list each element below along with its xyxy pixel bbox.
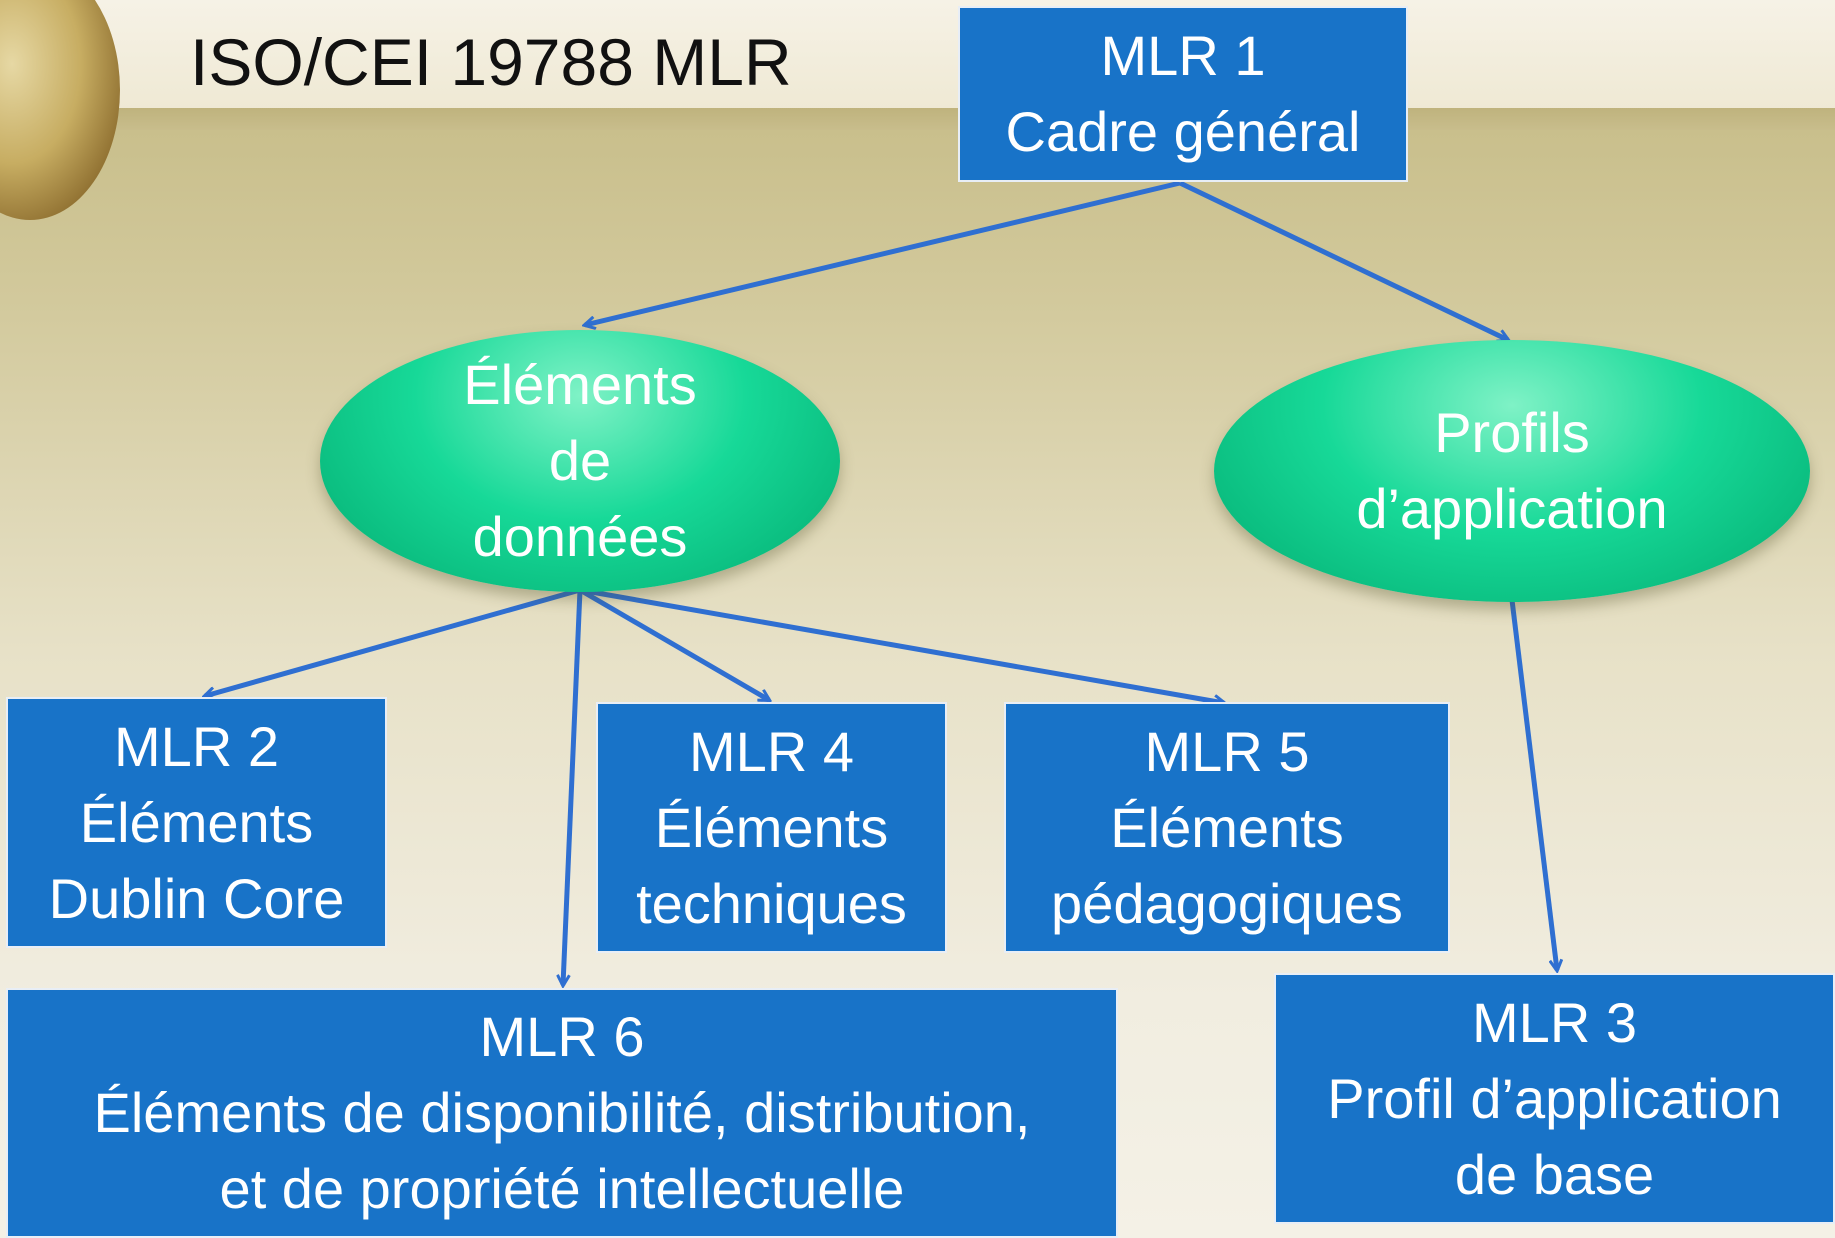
slide-title: ISO/CEI 19788 MLR	[190, 25, 792, 99]
node-mlr6: MLR 6 Éléments de disponibilité, distrib…	[6, 988, 1118, 1238]
node-mlr3-line-2: Profil d’application	[1327, 1066, 1782, 1130]
node-mlr5: MLR 5 Éléments pédagogiques	[1004, 702, 1450, 953]
node-mlr5-line-2: Éléments	[1110, 795, 1344, 859]
arrow-elements-to-mlr6	[563, 589, 583, 985]
node-mlr4: MLR 4 Éléments techniques	[596, 702, 947, 953]
node-mlr4-line-1: MLR 4	[689, 719, 854, 783]
header-band	[0, 0, 1835, 110]
node-mlr6-line-1: MLR 6	[479, 1005, 645, 1068]
node-mlr2-line-1: MLR 2	[114, 714, 279, 778]
arrow-profils-to-mlr3	[1509, 599, 1557, 970]
node-mlr3-line-1: MLR 3	[1472, 990, 1637, 1054]
node-mlr1-line-1: MLR 1	[1100, 24, 1266, 87]
node-mlr5-line-3: pédagogiques	[1051, 871, 1403, 935]
arrow-elements-to-mlr2	[205, 587, 581, 696]
node-profils-application: Profils d’application	[1214, 340, 1810, 602]
node-profils-line-1: Profils	[1434, 401, 1590, 464]
arrow-elements-to-mlr5	[579, 587, 1224, 703]
arrow-mlr1-to-profils	[1178, 180, 1508, 340]
node-mlr1-line-2: Cadre général	[1005, 100, 1361, 163]
node-mlr3-line-3: de base	[1454, 1142, 1655, 1206]
node-mlr4-line-2: Éléments	[654, 795, 889, 859]
node-mlr1: MLR 1 Cadre général	[958, 6, 1408, 182]
node-mlr5-line-1: MLR 5	[1144, 719, 1310, 783]
node-elements-de-donnees: Éléments de données	[320, 330, 840, 592]
node-elements-line-2: de	[548, 429, 612, 492]
node-mlr2: MLR 2 Éléments Dublin Core	[6, 697, 387, 948]
node-elements-line-3: données	[472, 505, 688, 568]
node-mlr6-line-3: et de propriété intellectuelle	[219, 1157, 905, 1220]
arrow-elements-to-mlr4	[578, 587, 769, 703]
node-mlr2-line-3: Dublin Core	[48, 866, 345, 930]
node-profils-line-2: d’application	[1356, 477, 1668, 540]
node-elements-line-1: Éléments	[463, 353, 697, 416]
arrow-mlr1-to-elements	[585, 180, 1181, 325]
node-mlr6-line-2: Éléments de disponibilité, distribution,	[93, 1081, 1031, 1144]
node-mlr4-line-3: techniques	[636, 871, 907, 935]
node-mlr3: MLR 3 Profil d’application de base	[1274, 973, 1835, 1224]
node-mlr2-line-2: Éléments	[79, 790, 314, 854]
